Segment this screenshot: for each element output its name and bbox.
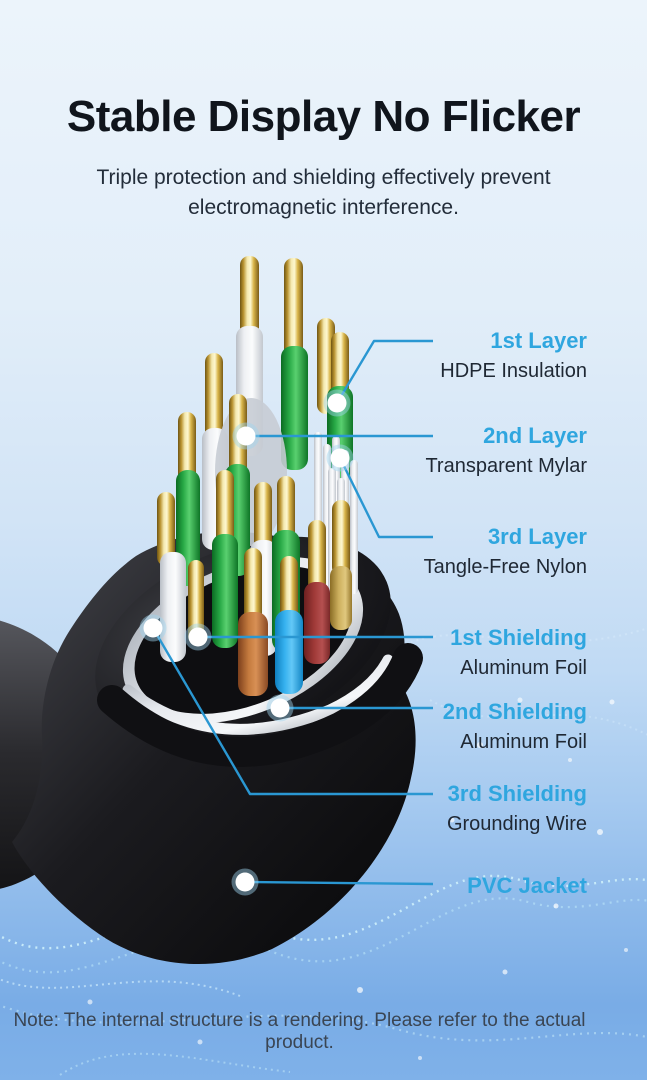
jacket-front-lip <box>97 643 423 767</box>
cable-cutaway-render <box>0 256 423 965</box>
callout-heading: 1st Layer <box>490 328 587 353</box>
white-hdpe-sleeve <box>160 552 186 662</box>
callout-label-1st-layer: 1st Layer HDPE Insulation <box>307 326 587 386</box>
gold-conductor <box>331 332 349 398</box>
callout-label-pvc-jacket: PVC Jacket <box>307 871 587 901</box>
gold-conductor <box>205 353 223 441</box>
gold-conductor <box>254 482 272 552</box>
gold-conductor <box>178 412 196 484</box>
callout-heading: PVC Jacket <box>467 873 587 898</box>
dark-red-sleeve <box>304 582 330 664</box>
disclaimer-note: Note: The internal structure is a render… <box>13 1010 586 1053</box>
callout-heading: 1st Shielding <box>450 625 587 650</box>
callout-description: Aluminum Foil <box>460 657 587 679</box>
background-wave-pattern <box>0 558 647 1076</box>
gold-conductor <box>332 500 350 576</box>
green-hdpe-sleeve <box>281 346 308 470</box>
gold-conductor <box>216 470 234 546</box>
callout-lines <box>151 339 434 886</box>
page-subtitle: Triple protection and shielding effectiv… <box>0 163 647 223</box>
green-hdpe-sleeve <box>212 534 238 648</box>
callout-heading: 2nd Layer <box>483 423 587 448</box>
subtitle-line-1: Triple protection and shielding effectiv… <box>96 166 551 189</box>
gold-conductor <box>308 520 326 592</box>
gold-conductor <box>277 476 295 542</box>
callout-dots <box>139 389 354 896</box>
callout-label-1st-shielding: 1st Shielding Aluminum Foil <box>307 623 587 683</box>
callout-heading: 3rd Layer <box>487 524 587 549</box>
callout-line-pvc-jacket <box>244 880 434 886</box>
callout-description: HDPE Insulation <box>440 360 587 382</box>
gold-conductor <box>284 258 303 358</box>
callout-label-2nd-shielding: 2nd Shielding Aluminum Foil <box>307 697 587 757</box>
callout-description: Aluminum Foil <box>460 731 587 753</box>
callout-line-3rd-layer <box>338 457 433 539</box>
aluminum-foil-ring <box>122 654 394 735</box>
callout-line-3rd-shielding <box>151 627 433 796</box>
blue-sleeve <box>275 610 303 694</box>
brass-sleeve <box>330 566 352 630</box>
callout-heading: 2nd Shielding <box>442 699 587 724</box>
gold-conductor <box>157 492 175 566</box>
subtitle-line-2: electromagnetic interference. <box>188 196 459 219</box>
callout-description: Grounding Wire <box>446 813 587 835</box>
gold-conductor <box>188 560 204 644</box>
gold-conductor <box>240 256 259 346</box>
callout-label-3rd-shielding: 3rd Shielding Grounding Wire <box>307 779 587 839</box>
callout-heading: 3rd Shielding <box>447 781 587 806</box>
page-title: Stable Display No Flicker <box>66 92 581 141</box>
callout-label-3rd-layer: 3rd Layer Tangle-Free Nylon <box>307 522 587 582</box>
callout-label-2nd-layer: 2nd Layer Transparent Mylar <box>307 421 587 481</box>
callout-description: Tangle-Free Nylon <box>423 556 587 578</box>
copper-sleeve <box>238 612 268 696</box>
gold-conductor <box>244 548 262 622</box>
callout-description: Transparent Mylar <box>425 455 587 477</box>
callout-line-1st-layer <box>335 339 433 404</box>
gold-conductor <box>280 556 298 620</box>
